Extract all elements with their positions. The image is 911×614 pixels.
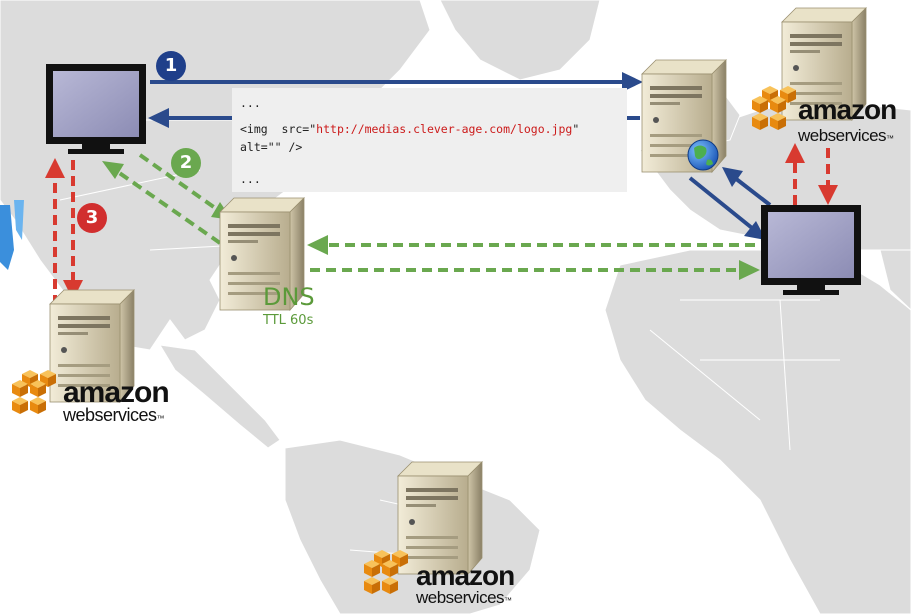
arrow-cdn-eu-up [785, 143, 805, 205]
arrow-dns-eu-reply [307, 235, 755, 255]
step-badge-2: 2 [171, 148, 201, 178]
aws-logo-eu-tm: ™ [886, 134, 894, 143]
aws-logo-sa-sub-text: webservices [416, 588, 505, 607]
aws-logo-eu-sub: webservices™ [798, 126, 894, 146]
code-url: http://medias.clever-age.com/logo.jpg [316, 122, 573, 136]
code-line-2: <img src="http://medias.clever-age.com/l… [240, 122, 579, 136]
arrow-cdn-eu-down [818, 148, 838, 205]
step-badge-1: 1 [156, 51, 186, 81]
aws-logo-us-word: amazon [63, 376, 170, 409]
partial-logo-icon [0, 200, 24, 270]
aws-logo-us-sub: webservices™ [63, 405, 165, 426]
arrow-cdn-us-up [45, 158, 65, 305]
code-quote: " [572, 122, 580, 136]
client-monitor-eu [761, 205, 861, 295]
aws-logo-us-tm: ™ [156, 414, 165, 423]
aws-logo-sa-word: amazon [416, 560, 515, 591]
aws-logo-eu-sub-text: webservices [798, 126, 887, 145]
arrow-dns-eu-query [310, 260, 760, 280]
aws-logo-us-sub-text: webservices [63, 405, 157, 425]
arrow-eu-request [688, 176, 766, 240]
arrow-request [150, 72, 643, 92]
aws-server-sa [397, 461, 483, 575]
code-line-4: ... [240, 172, 261, 186]
aws-logo-sa-tm: ™ [504, 596, 512, 605]
dns-ttl-label: TTL 60s [263, 313, 314, 328]
code-line-1: ... [240, 96, 261, 110]
aws-logo-sa-sub: webservices™ [416, 588, 512, 608]
code-line-3: alt="" /> [240, 140, 303, 154]
code-snippet: ... <img src="http://medias.clever-age.c… [232, 88, 627, 192]
arrow-dns-reply [102, 161, 222, 245]
aws-logo-eu-word: amazon [798, 94, 897, 125]
aws-cubes-icon-us [12, 370, 56, 414]
dns-label: DNS [263, 283, 315, 311]
code-img-tag: <img src=" [240, 122, 317, 136]
step-badge-3: 3 [77, 203, 107, 233]
client-monitor [46, 64, 146, 154]
globe-icon [687, 139, 719, 171]
arrow-eu-response [722, 167, 772, 207]
